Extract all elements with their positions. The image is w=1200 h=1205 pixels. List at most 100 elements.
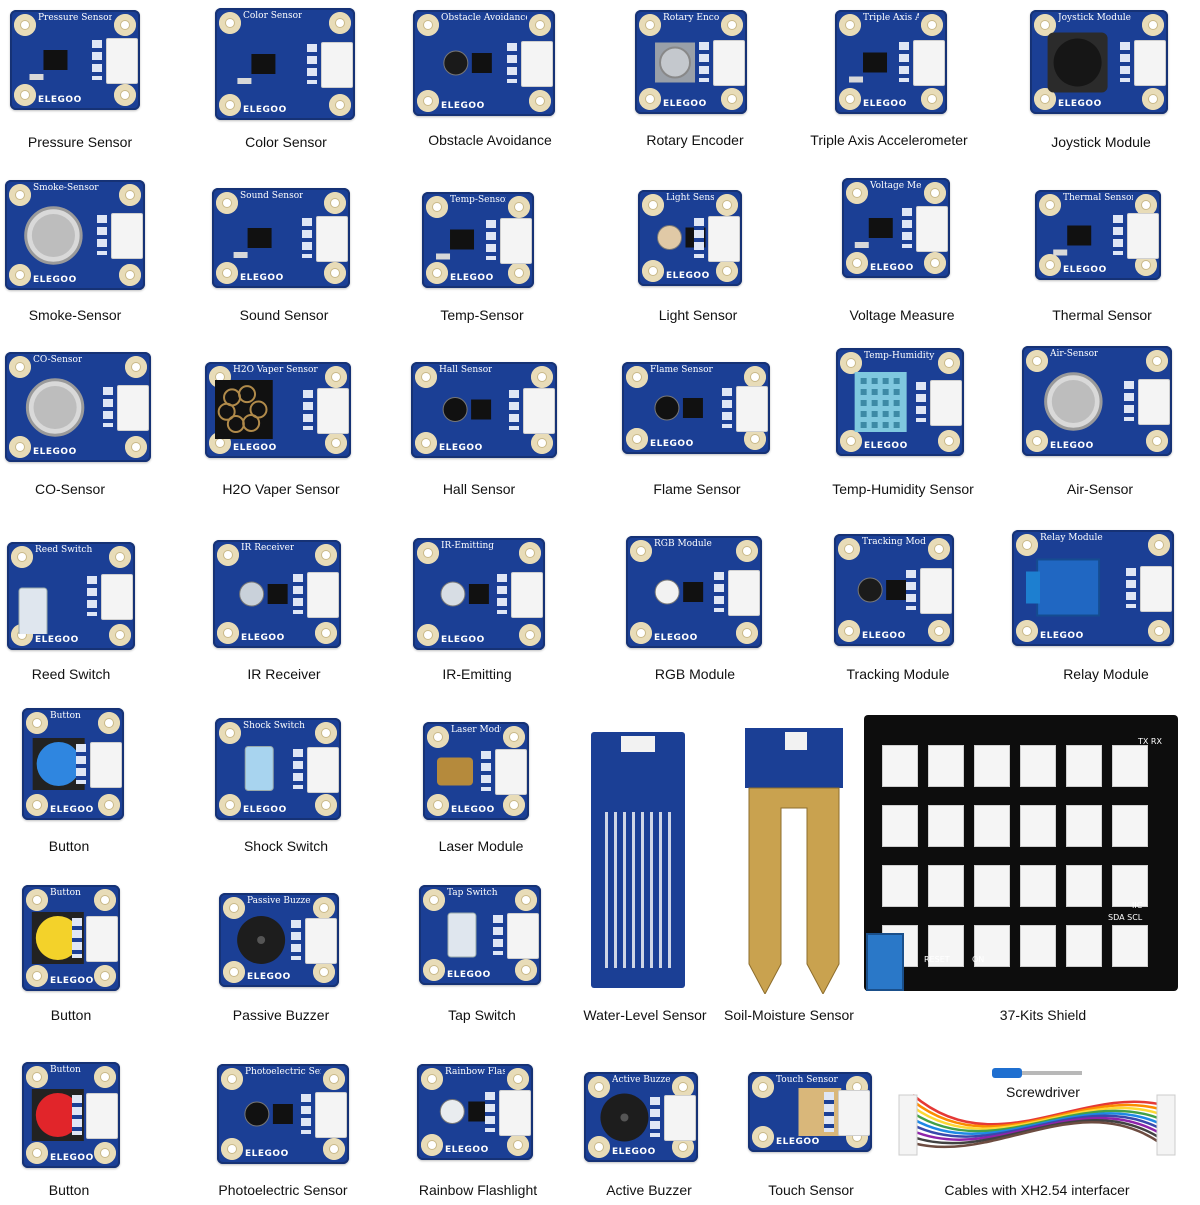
xh-connector — [507, 913, 539, 959]
mounting-hole — [415, 432, 437, 454]
xh-connector — [913, 40, 945, 86]
mounting-hole — [752, 1076, 774, 1098]
mounting-hole — [415, 366, 437, 388]
mounting-hole — [1142, 14, 1164, 36]
module-label: Pressure Sensor — [27, 134, 133, 150]
header-pins — [509, 390, 519, 430]
xh-connector — [916, 206, 948, 252]
mounting-hole — [26, 1142, 48, 1164]
brand-logo: ELEGOO — [447, 970, 491, 980]
photo-interrupter-icon — [244, 1101, 293, 1127]
mounting-hole — [1039, 254, 1061, 276]
header-pins — [906, 570, 916, 610]
mounting-hole — [1148, 620, 1170, 642]
hall-transistor-icon — [442, 397, 492, 422]
brand-logo: ELEGOO — [870, 263, 914, 273]
mounting-hole — [503, 794, 525, 816]
board-silkscreen-name: H2O Vaper Sensor — [233, 365, 318, 375]
xh-connector-slot — [1020, 805, 1056, 847]
brand-logo: ELEGOO — [451, 805, 495, 815]
brand-logo: ELEGOO — [243, 805, 287, 815]
header-pins — [714, 572, 724, 612]
mounting-hole — [325, 366, 347, 388]
module-label: IR-Emitting — [442, 666, 512, 682]
mounting-hole — [417, 14, 439, 36]
mounting-hole — [315, 544, 337, 566]
module-label: Relay Module — [1063, 666, 1149, 682]
mounting-hole — [223, 897, 245, 919]
mounting-hole — [507, 1068, 529, 1090]
module-label: Flame Sensor — [653, 481, 741, 497]
module-label: RGB Module — [654, 666, 736, 682]
brand-logo: ELEGOO — [776, 1137, 820, 1147]
module-label: Tracking Module — [846, 666, 950, 682]
xh-connector-slot — [1066, 745, 1102, 787]
mounting-hole — [417, 542, 439, 564]
color-sensor-chip-icon — [237, 54, 276, 84]
mounting-hole — [427, 794, 449, 816]
header-pins — [824, 1092, 834, 1132]
module-label: Laser Module — [438, 838, 524, 854]
board-silkscreen-name: Obstacle Avoidance — [441, 13, 527, 23]
mounting-hole — [846, 252, 868, 274]
power-terminal-block — [866, 933, 904, 991]
rainbow-led-icon — [439, 1099, 489, 1124]
mounting-hole — [315, 722, 337, 744]
header-pins — [72, 918, 82, 958]
mounting-hole — [840, 352, 862, 374]
mounting-hole — [626, 428, 648, 450]
mounting-hole — [323, 1138, 345, 1160]
header-pins — [87, 576, 97, 616]
shock-tube-icon — [244, 746, 274, 791]
header-pins — [72, 1095, 82, 1135]
mounting-hole — [114, 14, 136, 36]
mounting-hole — [417, 90, 439, 112]
mounting-hole — [125, 356, 147, 378]
board-silkscreen-name: Shock Switch — [243, 721, 305, 731]
cable-bundle-icon — [898, 1094, 1176, 1156]
brand-logo: ELEGOO — [1040, 631, 1084, 641]
header-pins — [507, 43, 517, 83]
mounting-hole — [588, 1076, 610, 1098]
mounting-hole — [639, 14, 661, 36]
module-label: Air-Sensor — [1066, 481, 1134, 497]
xh-connector-slot — [882, 805, 918, 847]
buzzer-icon — [600, 1093, 649, 1142]
header-pins — [307, 44, 317, 84]
mounting-hole — [26, 1066, 48, 1088]
xh-connector-slot — [974, 925, 1010, 967]
module-label: Obstacle Avoidance — [428, 132, 552, 148]
mounting-hole — [840, 430, 862, 452]
mounting-hole — [924, 252, 946, 274]
xh-connector — [101, 574, 133, 620]
xh-connector-slot — [1066, 925, 1102, 967]
module-label: Temp-Sensor — [440, 307, 524, 323]
xh-connector — [1138, 379, 1170, 425]
mounting-hole — [26, 889, 48, 911]
board-silkscreen-name: Sound Sensor — [240, 191, 304, 201]
mounting-hole — [716, 194, 738, 216]
mounting-hole — [323, 1068, 345, 1090]
xh-connector — [500, 218, 532, 264]
header-pins — [694, 218, 704, 258]
xh-connector — [307, 747, 339, 793]
xh-connector — [90, 742, 122, 788]
xh-connector-slot — [928, 865, 964, 907]
mounting-hole — [672, 1136, 694, 1158]
mounting-hole — [315, 622, 337, 644]
board-silkscreen-name: CO-Sensor — [33, 355, 83, 365]
mounting-hole — [716, 260, 738, 282]
mounting-hole — [639, 88, 661, 110]
module-label: CO-Sensor — [34, 481, 106, 497]
mounting-hole — [839, 14, 861, 36]
